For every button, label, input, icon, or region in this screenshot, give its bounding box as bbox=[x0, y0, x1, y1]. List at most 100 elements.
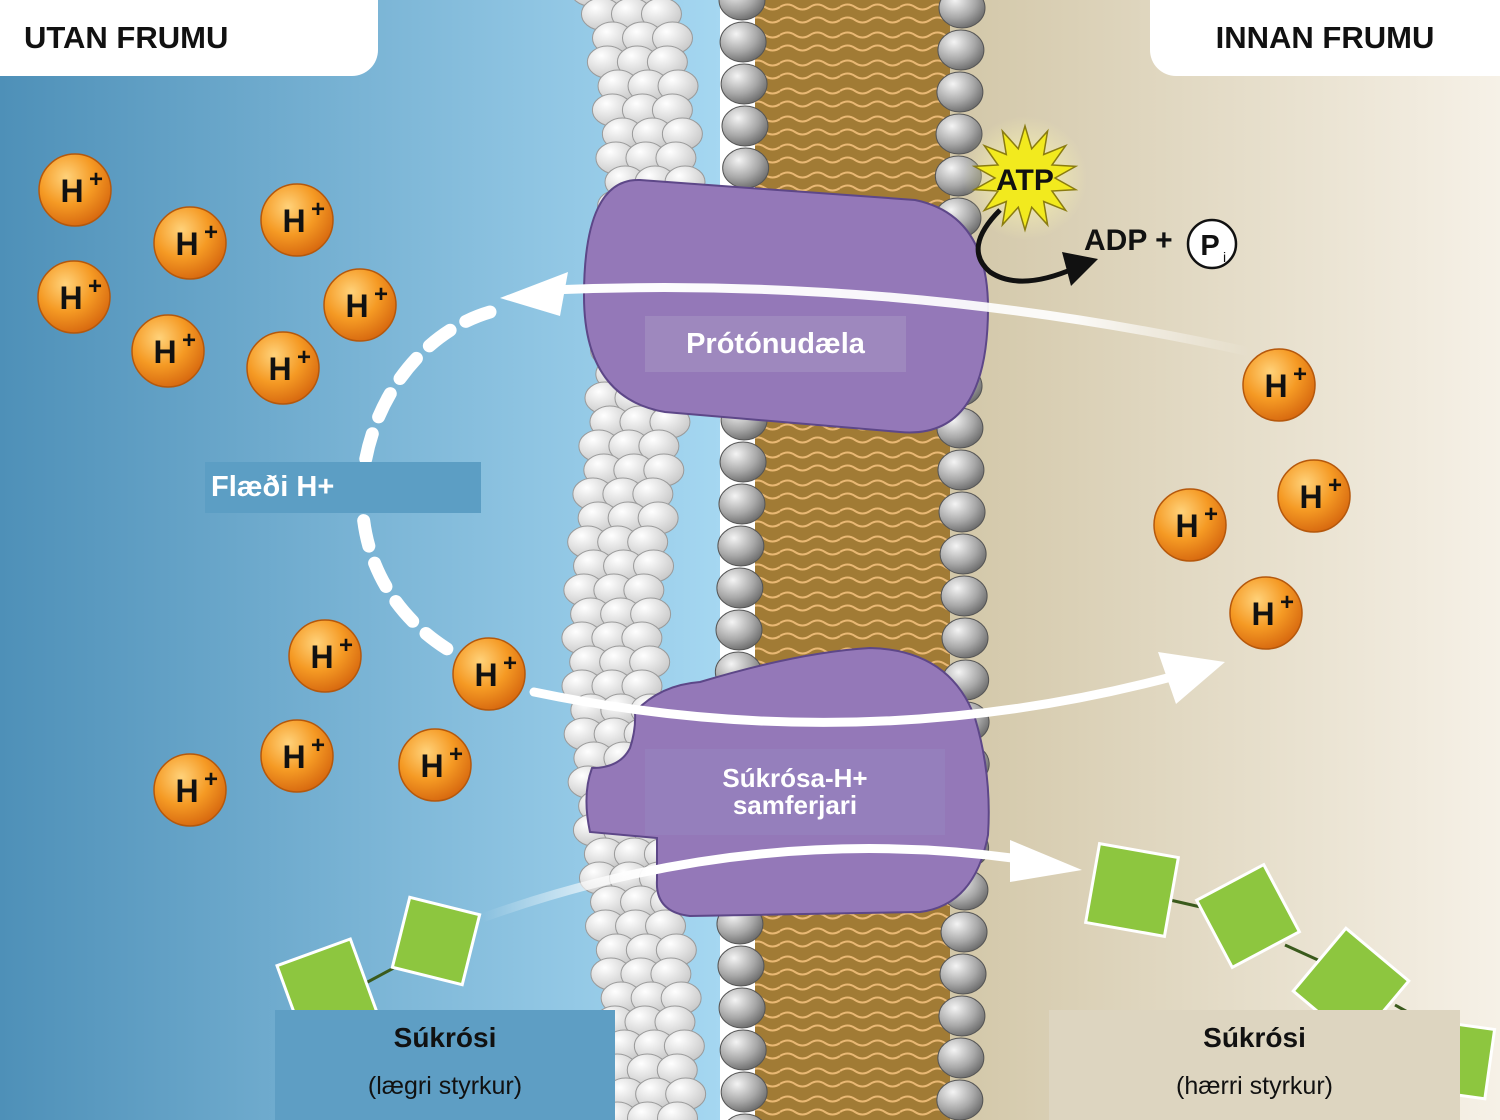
phosphate-label: P bbox=[1200, 230, 1219, 262]
atp-hydrolysis-arrow bbox=[975, 208, 1076, 284]
pump-transport-arrow bbox=[545, 283, 1255, 357]
sucrose-transport-arrowhead bbox=[1010, 840, 1082, 882]
hydrogen-ion-symbol: H bbox=[268, 351, 291, 387]
hydrogen-ion-symbol: H bbox=[175, 226, 198, 262]
phospholipid-head-outer bbox=[716, 567, 764, 609]
hydrogen-ion-symbol: H bbox=[59, 280, 82, 316]
hydrogen-ion-charge: + bbox=[1204, 501, 1218, 528]
atp-hydrolysis-arrowhead bbox=[1062, 252, 1098, 286]
phospholipid-head-inner bbox=[936, 1079, 984, 1120]
proton-flow-label: Flæði H+ bbox=[205, 462, 481, 513]
hydrogen-ion-icon: H+ bbox=[260, 183, 334, 257]
sucrose-inside-title: Súkrósi bbox=[1203, 1022, 1306, 1053]
phospholipid-head-outer bbox=[721, 105, 769, 147]
phospholipid-head-inner bbox=[937, 29, 985, 71]
phospholipid-head-inner bbox=[939, 533, 987, 575]
hydrogen-ion-icon: H+ bbox=[38, 153, 112, 227]
hydrogen-ion-charge: + bbox=[311, 196, 325, 223]
symporter-label: Súkrósa-H+ samferjari bbox=[645, 749, 945, 835]
hydrogen-ion-charge: + bbox=[1328, 472, 1342, 499]
phospholipid-head-outer bbox=[717, 945, 765, 987]
hydrogen-ion-icon: H+ bbox=[1277, 459, 1351, 533]
hydrogen-ion-symbol: H bbox=[420, 748, 443, 784]
phospholipid-head-inner bbox=[937, 449, 985, 491]
phospholipid-head-outer bbox=[719, 1029, 767, 1071]
phospholipid-head-inner bbox=[941, 617, 989, 659]
atp-label: ATP bbox=[996, 164, 1054, 197]
phospholipid-head-outer bbox=[720, 63, 768, 105]
phospholipid-head-back bbox=[657, 1101, 699, 1120]
outside-cell-label: UTAN FRUMU bbox=[0, 0, 378, 76]
hydrogen-ion-icon: H+ bbox=[398, 728, 472, 802]
hydrogen-ion-icon: H+ bbox=[260, 719, 334, 793]
sucrose-transport-arrow bbox=[477, 844, 1045, 923]
hydrogen-ion-icon: H+ bbox=[131, 314, 205, 388]
sucrose-square-icon bbox=[390, 895, 482, 987]
phospholipid-head-outer bbox=[718, 987, 766, 1029]
adp-label: ADP + bbox=[1084, 224, 1173, 257]
hydrogen-ion-symbol: H bbox=[345, 288, 368, 324]
phospholipid-head-inner bbox=[938, 0, 986, 29]
sucrose-square-icon bbox=[1083, 841, 1181, 939]
hydrogen-ion-charge: + bbox=[89, 166, 103, 193]
hydrogen-ion-charge: + bbox=[449, 741, 463, 768]
phospholipid-head-inner bbox=[936, 71, 984, 113]
phospholipid-head-inner bbox=[937, 1037, 985, 1079]
hydrogen-ion-symbol: H bbox=[1264, 368, 1287, 404]
phospholipid-head-inner bbox=[938, 995, 986, 1037]
phospholipid-head-inner bbox=[938, 491, 986, 533]
hydrogen-ion-icon: H+ bbox=[1242, 348, 1316, 422]
hydrogen-ion-charge: + bbox=[297, 344, 311, 371]
proton-pump-label: Prótónudæla bbox=[645, 316, 906, 372]
hydrogen-ion-symbol: H bbox=[282, 739, 305, 775]
sucrose-outside-caption: Súkrósi (lægri styrkur) bbox=[275, 1010, 615, 1120]
lipid-tails bbox=[755, 0, 950, 1120]
sucrose-inside-subtitle: (hærri styrkur) bbox=[1176, 1072, 1333, 1100]
hydrogen-ion-charge: + bbox=[1293, 361, 1307, 388]
hydrogen-ion-charge: + bbox=[374, 281, 388, 308]
proton-flow-dashed-arc bbox=[355, 305, 497, 659]
hydrogen-ion-icon: H+ bbox=[452, 637, 526, 711]
hydrogen-ion-charge: + bbox=[339, 632, 353, 659]
phospholipid-head-inner bbox=[939, 953, 987, 995]
phospholipid-head-outer bbox=[718, 483, 766, 525]
phospholipid-head-outer bbox=[722, 147, 770, 189]
sucrose-square-icon bbox=[1194, 862, 1302, 970]
hydrogen-ion-charge: + bbox=[1280, 589, 1294, 616]
pump-transport-arrowhead bbox=[500, 272, 568, 316]
symporter-label-line1: Súkrósa-H+ bbox=[722, 763, 868, 793]
sucrose-outside-subtitle: (lægri styrkur) bbox=[367, 1072, 523, 1100]
hydrogen-ion-icon: H+ bbox=[153, 753, 227, 827]
phospholipid-head-outer bbox=[727, 1113, 763, 1120]
hydrogen-ion-symbol: H bbox=[1251, 596, 1274, 632]
phospholipid-head-outer bbox=[715, 609, 763, 651]
hydrogen-ion-charge: + bbox=[88, 273, 102, 300]
symporter-proton-arrow bbox=[529, 671, 1180, 727]
hydrogen-ion-charge: + bbox=[204, 766, 218, 793]
phospholipid-head-inner bbox=[940, 911, 988, 953]
hydrogen-ion-symbol: H bbox=[310, 639, 333, 675]
hydrogen-ion-icon: H+ bbox=[288, 619, 362, 693]
phospholipid-head-outer bbox=[720, 1071, 768, 1113]
phospholipid-head-outer bbox=[719, 441, 767, 483]
phosphate-circle-icon bbox=[1186, 218, 1238, 270]
hydrogen-ion-charge: + bbox=[311, 732, 325, 759]
symporter-proton-arrowhead bbox=[1158, 652, 1225, 704]
hydrogen-ion-symbol: H bbox=[1299, 479, 1322, 515]
hydrogen-ion-symbol: H bbox=[282, 203, 305, 239]
hydrogen-ion-symbol: H bbox=[153, 334, 176, 370]
hydrogen-ion-symbol: H bbox=[474, 657, 497, 693]
sucrose-outside-title: Súkrósi bbox=[393, 1022, 497, 1053]
hydrogen-ion-symbol: H bbox=[175, 773, 198, 809]
phospholipid-head-inner bbox=[940, 575, 988, 617]
atp-starburst-icon bbox=[971, 123, 1079, 233]
phospholipid-head-outer bbox=[718, 0, 766, 21]
sucrose-inside-caption: Súkrósi (hærri styrkur) bbox=[1049, 1010, 1460, 1120]
lipid-bilayer bbox=[561, 0, 990, 1120]
hydrogen-ion-charge: + bbox=[182, 327, 196, 354]
phosphate-subscript: i bbox=[1223, 249, 1226, 265]
hydrogen-ion-charge: + bbox=[204, 219, 218, 246]
hydrogen-ion-symbol: H bbox=[1175, 508, 1198, 544]
hydrogen-ion-icon: H+ bbox=[37, 260, 111, 334]
